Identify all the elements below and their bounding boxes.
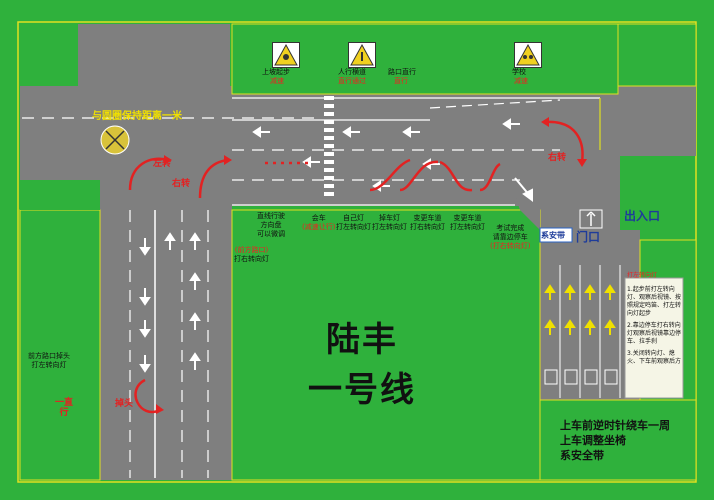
lane-label-5: 变更车道打右转向灯 [410, 214, 445, 231]
sign-caption-2b: 直行通过 [338, 77, 366, 85]
lane-label-1: 直线行驶方向盘可以微调 [257, 212, 285, 238]
triangle-warning-icon [274, 43, 298, 66]
lane-label-2: 会车(减速让行) [302, 214, 336, 231]
entrance-label: 出入口 [624, 209, 661, 223]
uturn-note: 前方路口掉头打左转向灯 [28, 352, 70, 369]
sign-caption-3b: 直行 [394, 77, 408, 85]
right-turn-label: 右转 [172, 179, 191, 189]
sign-caption-1a: 上坡起步 [262, 68, 290, 76]
junction-note: (前方路口)打右转向灯 [234, 246, 269, 263]
lane-label-3: 自己灯打左转向灯 [336, 214, 371, 231]
sign-caption-2a: 人行横道 [338, 68, 366, 76]
gate-label: 门口 [576, 230, 601, 244]
lane-label-4: 掉车灯打左转向灯 [372, 214, 407, 231]
warning-sign-2 [348, 42, 376, 68]
pedestrian-warning-icon [350, 43, 374, 66]
right-panel: 打左转向灯 1.起步前打左转向灯、观察后视镜、按照规定鸣笛、打左转向灯起步 2.… [627, 272, 682, 365]
sign-caption-4a: 学校 [512, 68, 526, 76]
left-turn-label: 左转 [153, 159, 172, 169]
sign-caption-3a: 路口直行 [388, 68, 416, 76]
seatbelt-label: 系安带 [541, 231, 565, 240]
straight-vertical-label: 一直行 [54, 398, 73, 418]
route-title-line1: 陆丰 [326, 320, 398, 360]
route-title-line2: 一号线 [308, 370, 416, 410]
u-turn-label: 掉头 [115, 399, 134, 409]
lane-label-7: 考试完成请靠边停车(打右转向灯) [490, 224, 531, 250]
roundabout-note: 与圆圈保持距离一米 [92, 111, 182, 122]
lane-label-6: 变更车道打左转向灯 [450, 214, 485, 231]
sign-caption-1b: 减速 [270, 77, 284, 85]
right-turn-label-2: 右转 [548, 153, 567, 163]
warning-sign-1 [272, 42, 300, 68]
school-warning-icon [516, 43, 540, 66]
warning-sign-3 [514, 42, 542, 68]
sign-caption-4b: 减速 [514, 77, 528, 85]
boarding-instructions: 上车前逆时针绕车一周 上车调整坐椅 系安全带 [560, 419, 670, 462]
